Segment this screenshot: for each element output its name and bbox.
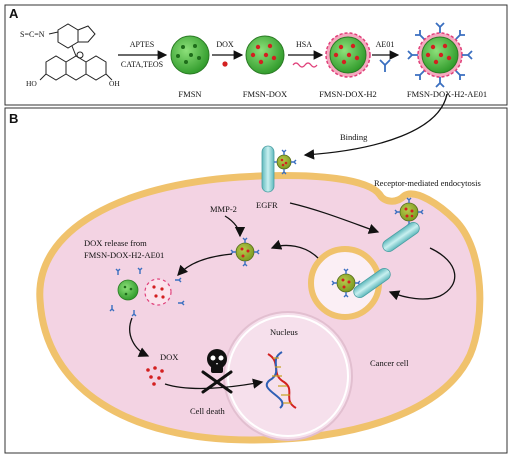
dox-label: DOX	[160, 352, 178, 362]
product-label-fmsn-dox-h2: FMSN-DOX-H2	[319, 89, 377, 99]
dox-release-label-line1: DOX release from	[84, 238, 147, 248]
cancer-cell-membrane	[36, 172, 484, 444]
egfr-label: EGFR	[256, 200, 278, 210]
panel-b-letter: B	[9, 111, 18, 126]
step1-reagent-bottom: CATA,TEOS	[121, 60, 163, 69]
hydroxyl-right: OH	[109, 79, 120, 88]
step3-reagent: HSA	[296, 40, 312, 49]
dox-free-arrow	[129, 317, 150, 357]
hsa-chain-icon	[292, 62, 318, 68]
internalizing-receptor	[382, 221, 420, 253]
hydroxyl-left: HO	[26, 79, 37, 88]
fmsn-dox-h2-particle	[325, 32, 371, 78]
bound-nanoparticle	[274, 149, 297, 175]
step2-reagent: DOX	[216, 40, 234, 49]
panel-a-frame	[4, 4, 508, 106]
endosome-loop-arrow	[388, 247, 456, 301]
endosome-exit-arrow	[270, 239, 319, 259]
fmsn-dox-h2-ae01-particle	[407, 22, 473, 88]
release-arrow	[177, 253, 233, 276]
internalization-arrow	[289, 202, 380, 234]
dox-molecule-icon	[222, 61, 228, 67]
dox-release-label-line2: FMSN-DOX-H2-AE01	[84, 250, 164, 260]
cytoplasm-nanoparticle	[230, 237, 260, 267]
endocytosis-label: Receptor-mediated endocytosis	[374, 178, 481, 188]
cell-death-label: Cell death	[190, 406, 225, 416]
nucleus-label: Nucleus	[270, 327, 298, 337]
step1-reagent-top: APTES	[130, 40, 154, 49]
skull-crossbones-icon	[201, 349, 233, 394]
egfr-receptor	[261, 145, 275, 193]
dox-to-dna-arrow	[164, 378, 264, 390]
endocytosing-nanoparticle	[394, 197, 424, 227]
endosome-receptor	[353, 267, 391, 299]
degraded-hsa-shell	[144, 278, 172, 306]
dna-helix-icon	[265, 351, 297, 409]
fmsn-particle	[170, 35, 210, 75]
binding-arrow	[303, 93, 448, 160]
mmp2-arrow	[224, 215, 246, 238]
panel-a-letter: A	[9, 6, 19, 21]
isothiocyanate-label: S=C=N	[20, 30, 45, 39]
antibody-icon	[379, 59, 391, 72]
cancer-cell-label: Cancer cell	[370, 358, 409, 368]
product-label-fmsn: FMSN	[178, 89, 201, 99]
mmp2-label: MMP-2	[210, 204, 237, 214]
nucleus-inner-ring	[227, 315, 349, 437]
step4-reagent: AE01	[376, 40, 395, 49]
released-fmsn-core	[117, 279, 139, 301]
panel-b-frame	[4, 107, 508, 454]
product-label-fmsn-dox: FMSN-DOX	[243, 89, 287, 99]
free-dox-molecules	[146, 366, 164, 386]
endosome-nanoparticle	[331, 268, 361, 298]
fitc-molecule: S=C=N HO OH	[20, 23, 120, 88]
binding-label: Binding	[340, 132, 368, 142]
fmsn-dox-particle	[245, 35, 285, 75]
released-antibodies	[109, 267, 185, 317]
